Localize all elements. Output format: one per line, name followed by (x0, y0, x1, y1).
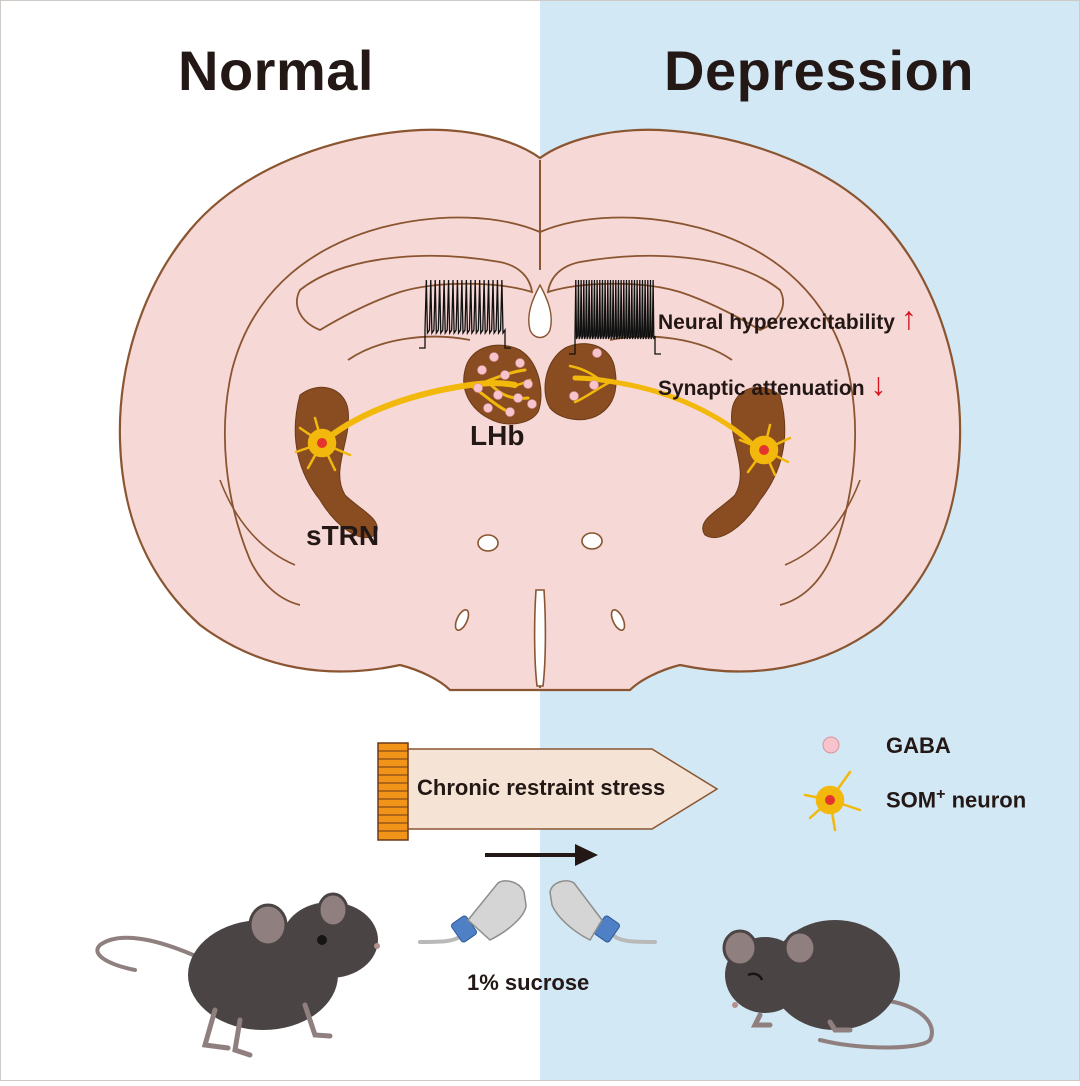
gaba-legend-dot (822, 736, 840, 754)
external-capsule-left (219, 479, 296, 566)
brain-section (118, 128, 962, 692)
fornix-left (477, 534, 499, 552)
spike-train-normal (419, 279, 511, 349)
axon-projection-right (568, 364, 761, 453)
sucrose-bottle-left (418, 880, 527, 944)
third-ventricle (528, 283, 552, 339)
depressed-mouse (722, 920, 934, 1050)
gaba-legend-label: GABA (886, 733, 951, 758)
attenuation-annotation: Synaptic attenuation ↓ (658, 366, 886, 403)
spike-trace (419, 279, 511, 349)
stress-label: Chronic restraint stress (417, 775, 666, 800)
optic-tract-left (454, 609, 470, 631)
som-neuron-legend-icon (803, 770, 862, 832)
cortex-boundary-left (223, 216, 541, 606)
thalamus-boundary-left (347, 335, 471, 361)
cap-ridges (378, 750, 408, 832)
lhb-nucleus-right (544, 343, 617, 421)
optic-tract-right (610, 609, 626, 631)
som-neuron-left (294, 416, 352, 472)
ventral-ventricle (533, 589, 547, 687)
hyperexcitability-annotation: Neural hyperexcitability ↑ (658, 300, 917, 337)
up-arrow-icon: ↑ (900, 300, 917, 336)
strn-label: sTRN (306, 520, 380, 551)
down-arrow-icon: ↓ (870, 366, 887, 402)
normal-mouse (95, 892, 380, 1058)
progression-arrow (485, 844, 598, 866)
hyperexcitability-text: Neural hyperexcitability (658, 311, 895, 334)
som-superscript: + (936, 786, 946, 803)
sucrose-bottle-right (549, 880, 657, 944)
normal-panel-title: Normal (178, 39, 374, 102)
fornix-right (581, 532, 603, 550)
external-capsule-right (784, 479, 861, 566)
spike-train-depression (569, 279, 661, 355)
brain-outline (118, 128, 962, 692)
hippocampus-right (546, 254, 784, 332)
gaba-dots-left (473, 352, 537, 417)
depression-panel-title: Depression (664, 39, 974, 102)
thalamus-boundary-right (609, 335, 733, 361)
som-text: SOM (886, 787, 937, 813)
attenuation-text: Synaptic attenuation (658, 377, 865, 400)
som-suffix-text: neuron (945, 787, 1027, 813)
gaba-dots-right (569, 348, 602, 401)
som-legend-label: SOM+ neuron (886, 786, 1026, 813)
cortex-boundary-right (539, 216, 857, 606)
spike-trace (569, 279, 661, 355)
sucrose-label: 1% sucrose (467, 970, 590, 995)
stress-timeline (377, 742, 719, 841)
som-neuron-right (738, 423, 792, 477)
lhb-label: LHb (470, 420, 525, 451)
strn-nucleus-right (702, 386, 786, 538)
